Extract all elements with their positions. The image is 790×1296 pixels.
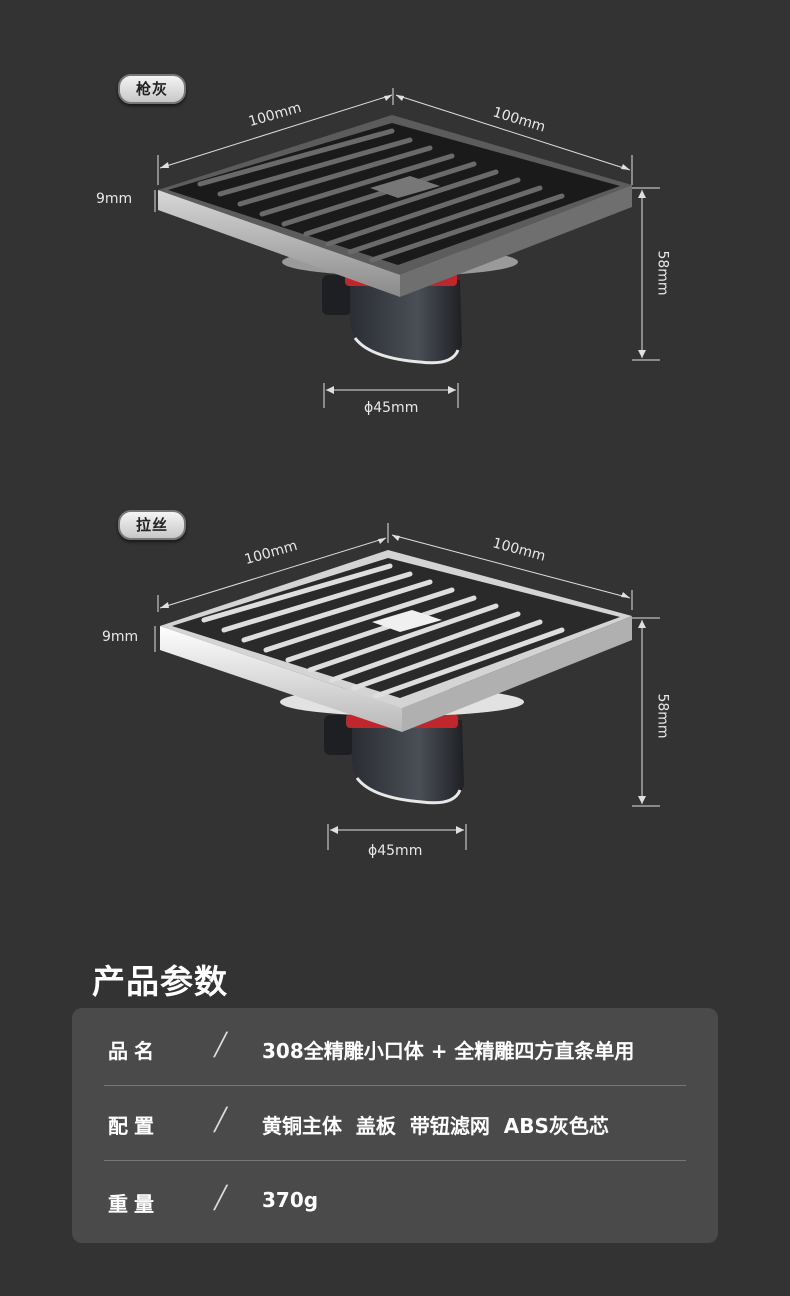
dimension-pipe-diameter: ϕ45mm <box>368 843 423 859</box>
spec-value: 370g <box>262 1188 319 1212</box>
dimension-thickness: 9mm <box>102 629 139 645</box>
slash-divider: ╱ <box>214 1186 228 1211</box>
spec-value: 308全精雕小口体 + 全精雕四方直条单用 <box>262 1039 635 1063</box>
spec-row-weight: 重量 ╱ 370g <box>104 1164 686 1239</box>
dimension-height: 58mm <box>654 250 671 296</box>
dimension-height: 58mm <box>654 693 671 739</box>
variant-tag: 拉丝 <box>118 510 187 540</box>
row-divider <box>104 1160 686 1161</box>
row-divider <box>104 1085 686 1086</box>
variant-tag: 枪灰 <box>118 74 187 104</box>
variant-gunmetal: 枪灰 100mm 100mm 9mm 58mm ϕ45mm <box>0 0 790 440</box>
specs-title: 产品参数 <box>92 962 228 1001</box>
spec-value: 黄铜主体 盖板 带钮滤网 ABS灰色芯 <box>262 1114 609 1138</box>
dimension-pipe-diameter: ϕ45mm <box>364 400 419 416</box>
slash-divider: ╱ <box>214 1033 228 1058</box>
spec-row-config: 配置 ╱ 黄铜主体 盖板 带钮滤网 ABS灰色芯 <box>104 1086 686 1161</box>
variant-brushed: 拉丝 100mm 100mm 9mm 58mm ϕ45mm <box>0 440 790 880</box>
slash-divider: ╱ <box>214 1108 228 1133</box>
spec-label: 重量 <box>108 1192 160 1216</box>
dimension-thickness: 9mm <box>96 191 133 207</box>
brushed-drain-illustration <box>154 523 660 850</box>
spec-row-name: 品名 ╱ 308全精雕小口体 + 全精雕四方直条单用 <box>104 1011 686 1086</box>
spec-label: 品名 <box>108 1039 160 1063</box>
specs-card: 品名 ╱ 308全精雕小口体 + 全精雕四方直条单用 配置 ╱ 黄铜主体 盖板 … <box>72 1008 718 1243</box>
spec-label: 配置 <box>108 1114 160 1138</box>
gunmetal-drain-illustration <box>154 88 660 408</box>
